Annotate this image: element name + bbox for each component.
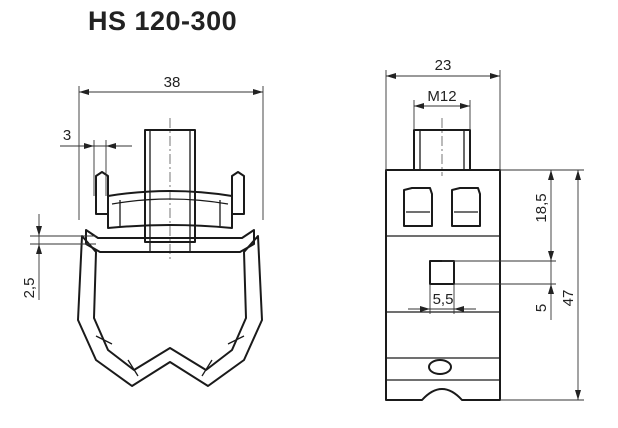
side-view xyxy=(385,118,501,401)
arrowhead xyxy=(548,251,554,261)
arrowhead xyxy=(548,170,554,180)
arrowhead xyxy=(253,89,263,95)
side-thread-dimension: M12 xyxy=(413,88,471,130)
side-clamp-body xyxy=(385,169,501,401)
side-window-width-dimension: 5,5 xyxy=(408,284,476,314)
front-view xyxy=(77,118,263,387)
side-width-dimension: 23 xyxy=(385,57,501,172)
arrowhead xyxy=(386,73,396,79)
drawing-title: HS 120-300 xyxy=(88,6,238,36)
side-left-hook xyxy=(403,187,433,227)
front-offset-label: 3 xyxy=(63,127,71,144)
arrowhead xyxy=(36,226,42,236)
arrowhead xyxy=(36,244,42,254)
front-body-edge xyxy=(127,359,139,377)
front-clamp-bar xyxy=(107,190,233,229)
arrowhead xyxy=(548,284,554,294)
side-window-width-label: 5,5 xyxy=(433,291,454,308)
front-width-dimension: 38 xyxy=(78,74,264,220)
arrowhead xyxy=(79,89,89,95)
arrowhead xyxy=(420,306,430,312)
side-slot xyxy=(428,359,452,375)
side-right-hook xyxy=(451,187,481,227)
arrowhead xyxy=(575,390,581,400)
side-height-label: 47 xyxy=(560,290,577,307)
arrowhead xyxy=(106,143,116,149)
arrowhead xyxy=(490,73,500,79)
front-right-hook xyxy=(231,171,245,215)
side-upper-dimension: 18,5 xyxy=(442,169,584,262)
side-upper-label: 18,5 xyxy=(533,193,550,222)
front-nut xyxy=(149,241,191,253)
front-clamp-bar-edge xyxy=(111,198,229,205)
front-body-edge xyxy=(227,335,245,345)
front-gap-label: 2,5 xyxy=(21,278,38,299)
arrowhead xyxy=(575,170,581,180)
side-window-height-dimension: 5 xyxy=(454,261,556,320)
side-thread-label: M12 xyxy=(427,88,456,105)
side-height-dimension: 47 xyxy=(500,170,584,401)
front-offset-dimension: 3 xyxy=(60,127,132,196)
front-body-edge xyxy=(95,335,113,345)
arrowhead xyxy=(454,306,464,312)
front-width-label: 38 xyxy=(164,74,181,91)
arrowhead xyxy=(414,103,424,109)
front-gap-dimension: 2,5 xyxy=(21,214,96,300)
side-width-label: 23 xyxy=(435,57,452,74)
front-clamp-body xyxy=(77,235,263,387)
side-window xyxy=(429,260,455,285)
arrowhead xyxy=(460,103,470,109)
side-window-height-label: 5 xyxy=(533,304,550,312)
front-body-edge xyxy=(201,359,213,377)
arrowhead xyxy=(84,143,94,149)
